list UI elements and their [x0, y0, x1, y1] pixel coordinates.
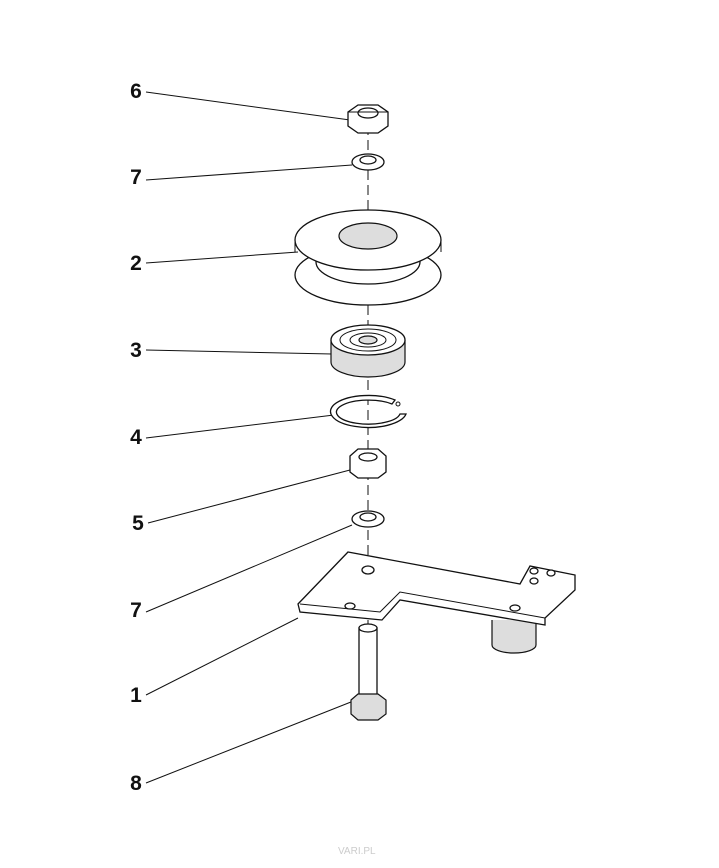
- callout-label: 8: [130, 772, 142, 795]
- callout-label: 6: [130, 80, 142, 103]
- part-7-washer-lower: [351, 510, 385, 528]
- part-4-circlip: [329, 394, 407, 429]
- leader-lines: [145, 91, 357, 784]
- callout-label: 5: [132, 512, 144, 535]
- callout-label: 1: [130, 684, 142, 707]
- part-5-nut: [349, 448, 387, 479]
- callout-label: 2: [130, 252, 142, 275]
- part-3-bearing: [330, 324, 406, 378]
- callout-label: 4: [130, 426, 142, 449]
- callout-label: 7: [130, 166, 142, 189]
- callout-label: 7: [130, 599, 142, 622]
- part-2-pulley: [294, 209, 442, 306]
- part-6-nut: [347, 104, 389, 134]
- part-8-bolt: [350, 623, 387, 721]
- part-1-bracket: [297, 551, 576, 654]
- callout-label: 3: [130, 339, 142, 362]
- watermark: VARI.PL: [338, 846, 376, 857]
- part-7-washer-top: [351, 153, 385, 171]
